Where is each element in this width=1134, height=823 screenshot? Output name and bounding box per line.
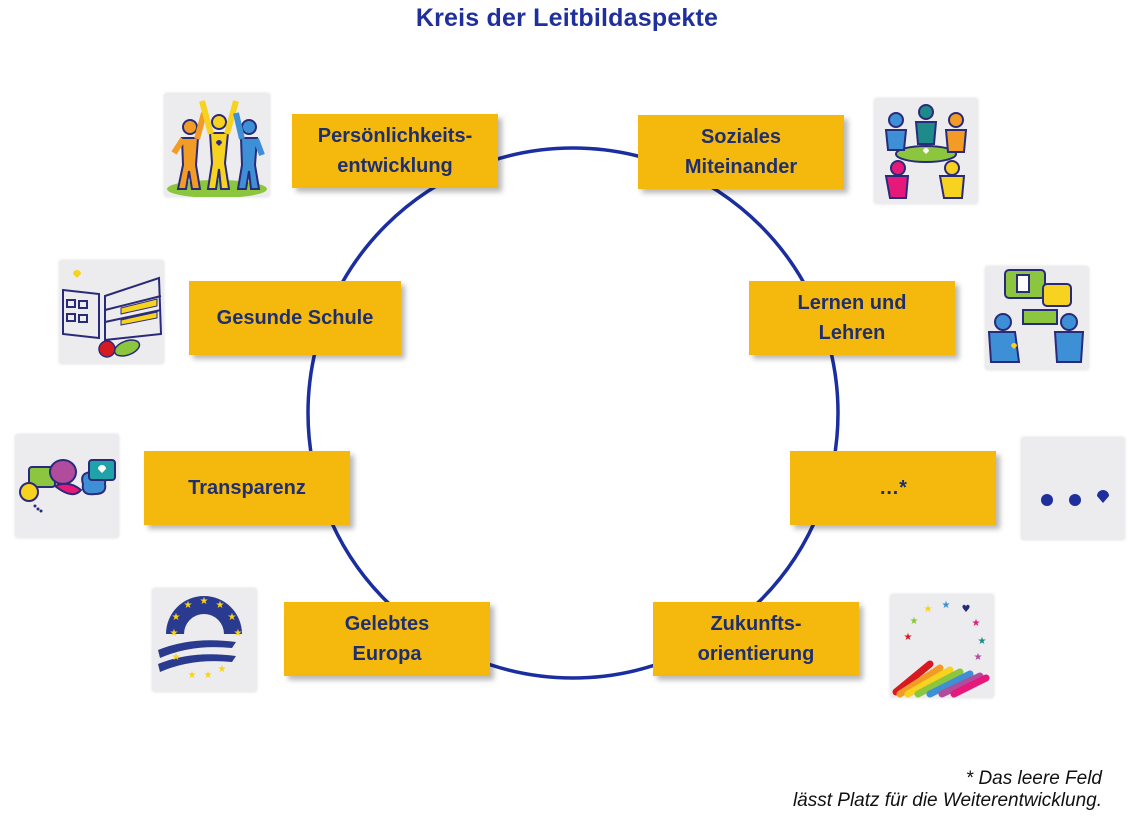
svg-text:★: ★ xyxy=(204,670,213,681)
aspect-box-gesunde-schule: Gesunde Schule xyxy=(189,281,401,355)
aspect-label-line: Persönlichkeits- xyxy=(317,125,473,147)
svg-text:★: ★ xyxy=(234,628,243,639)
aspect-box-persoenlichkeitsentwicklung: Persönlichkeits- entwicklung xyxy=(292,114,498,188)
aspect-label-line: entwicklung xyxy=(337,155,453,177)
aspect-box-zukunftsorientierung: Zukunfts- orientierung xyxy=(653,602,859,676)
diagram-title: Kreis der Leitbildaspekte xyxy=(415,4,719,32)
svg-text:★: ★ xyxy=(904,632,913,643)
svg-text:★: ★ xyxy=(972,618,981,629)
svg-text:★: ★ xyxy=(216,600,225,611)
dots-heart-icon xyxy=(1021,437,1125,540)
aspect-label-line: Gelebtes xyxy=(344,613,430,635)
aspect-label-line: orientierung xyxy=(697,643,815,665)
svg-text:★: ★ xyxy=(942,600,951,611)
school-building-apple-icon xyxy=(59,260,164,364)
aspect-label-line: Lernen und xyxy=(797,292,907,314)
footnote-line: lässt Platz für die Weiterentwicklung. xyxy=(792,790,1102,811)
svg-text:★: ★ xyxy=(924,604,933,615)
svg-text:★: ★ xyxy=(184,600,193,611)
aspect-label-line: Europa xyxy=(352,643,422,665)
rising-arrows-stars-icon: ★★ ♥★ ★★ ★★ xyxy=(890,594,994,698)
svg-text:♥: ♥ xyxy=(962,604,971,615)
aspect-label-line: Zukunfts- xyxy=(710,613,802,635)
people-speech-bubbles-icon xyxy=(985,266,1089,370)
aspect-label-line: Transparenz xyxy=(188,477,306,499)
aspect-label-line: Lehren xyxy=(818,322,886,344)
aspect-box-transparenz: Transparenz xyxy=(144,451,350,525)
svg-text:★: ★ xyxy=(188,670,197,681)
aspect-box-gelebtes-europa: Gelebtes Europa xyxy=(284,602,490,676)
svg-text:★: ★ xyxy=(974,652,983,663)
people-circle-heart-icon xyxy=(874,98,978,204)
svg-text:★: ★ xyxy=(170,628,179,639)
aspect-box-lernen-und-lehren: Lernen und Lehren xyxy=(749,281,955,355)
svg-text:★: ★ xyxy=(978,636,987,647)
aspect-label-line: Miteinander xyxy=(684,156,798,178)
svg-text:★: ★ xyxy=(172,612,181,623)
aspect-label-line: Gesunde Schule xyxy=(216,307,374,329)
euro-stars-icon: ★★★ ★★★ ★★★ ★★ xyxy=(152,588,257,692)
svg-text:★: ★ xyxy=(218,664,227,675)
svg-text:★: ★ xyxy=(200,596,209,607)
aspect-box-soziales-miteinander: Soziales Miteinander xyxy=(638,115,844,189)
speech-bubbles-icon xyxy=(15,434,119,538)
svg-text:★: ★ xyxy=(228,612,237,623)
people-raising-arms-icon xyxy=(164,93,270,197)
svg-text:★: ★ xyxy=(910,616,919,627)
footnote: * Das leere Feld lässt Platz für die Wei… xyxy=(793,768,1102,812)
aspect-box-leeres-feld: …* xyxy=(790,451,996,525)
aspect-label-line: …* xyxy=(879,477,907,499)
aspect-label-line: Soziales xyxy=(700,126,782,148)
svg-text:★: ★ xyxy=(172,652,181,663)
footnote-line: * Das leere Feld xyxy=(965,768,1102,789)
